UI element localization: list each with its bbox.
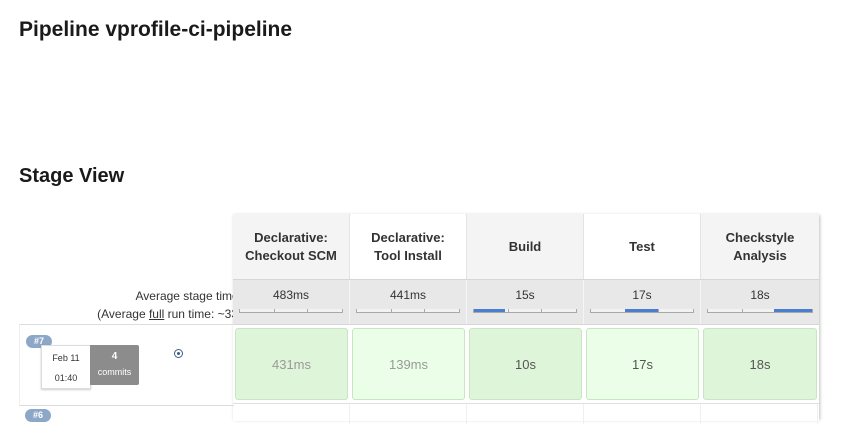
stage-result-cell[interactable]: 17s [584, 325, 701, 421]
progress-tick [307, 309, 309, 312]
build-date: Feb 11 [52, 353, 80, 363]
stage-result-build[interactable]: 10s [469, 328, 582, 400]
next-row-cell [584, 404, 701, 424]
stage-header-checkstyle-analysis: Checkstyle Analysis [701, 214, 819, 279]
stage-result-cell[interactable]: 10s [467, 325, 584, 421]
avg-cell: 15s [467, 280, 584, 324]
stage-header-row: Declarative: Checkout SCM Declarative: T… [233, 214, 819, 279]
stage-result-test[interactable]: 17s [586, 328, 699, 400]
next-row-cell [701, 404, 818, 424]
progress-fill [624, 309, 659, 312]
avg-progress-bar [590, 309, 694, 313]
progress-tick [424, 309, 426, 312]
build-status-icon[interactable] [174, 349, 183, 358]
avg-cell: 17s [584, 280, 701, 324]
next-row-cell [467, 404, 584, 424]
build-run-row: 431ms 139ms 10s 17s 18s [233, 324, 819, 421]
next-row-cell [233, 404, 350, 424]
avg-time: 15s [515, 288, 535, 302]
avg-cell: 441ms [350, 280, 467, 324]
progress-tick [390, 309, 392, 312]
progress-tick [658, 309, 660, 312]
commits-button[interactable]: 4 commits [90, 345, 139, 385]
avg-progress-bar [707, 309, 813, 313]
stage-header-tool-install: Declarative: Tool Install [350, 214, 467, 279]
avg-progress-bar [239, 309, 343, 313]
progress-fill [474, 309, 505, 312]
stage-header-test: Test [584, 214, 701, 279]
next-row-cell [350, 404, 467, 424]
avg-progress-bar [356, 309, 460, 313]
commits-label: commits [97, 367, 132, 377]
progress-tick [541, 309, 543, 312]
stage-header-build: Build [467, 214, 584, 279]
stage-view-table: Declarative: Checkout SCM Declarative: T… [233, 214, 819, 424]
stage-result-checkout-scm[interactable]: 431ms [235, 328, 348, 400]
avg-progress-bar [473, 309, 577, 313]
stage-result-cell[interactable]: 139ms [350, 325, 467, 421]
next-build-row [233, 403, 819, 424]
build-number-badge[interactable]: #7 [26, 335, 52, 348]
avg-time: 441ms [389, 288, 427, 302]
page-title: Pipeline vprofile-ci-pipeline [19, 18, 293, 41]
stage-result-cell[interactable]: 431ms [233, 325, 350, 421]
stage-view-title: Stage View [19, 165, 125, 187]
avg-label-suffix: run time: ~33s) [164, 307, 248, 321]
stage-result-cell[interactable]: 18s [701, 325, 819, 421]
avg-time: 483ms [272, 288, 310, 302]
avg-label-line1: Average stage times: [135, 289, 248, 303]
progress-tick [273, 309, 275, 312]
avg-label-prefix: (Average [97, 307, 149, 321]
stage-header-checkout-scm: Declarative: Checkout SCM [233, 214, 350, 279]
avg-time: 17s [632, 288, 652, 302]
avg-label-line2: (Average full run time: ~33s) [97, 305, 248, 323]
progress-tick [507, 309, 509, 312]
avg-time: 18s [750, 288, 770, 302]
build-info-panel: #7 Feb 11 01:40 4 commits [19, 324, 234, 406]
average-times-row: 483ms 441ms 15s 17s 18s [233, 279, 819, 324]
build-number-badge-next[interactable]: #6 [25, 409, 51, 422]
progress-fill [773, 309, 812, 312]
build-time: 01:40 [54, 373, 78, 383]
avg-cell: 483ms [233, 280, 350, 324]
stage-result-tool-install[interactable]: 139ms [352, 328, 465, 400]
stage-result-checkstyle-analysis[interactable]: 18s [703, 328, 817, 400]
build-date-box: Feb 11 01:40 [41, 345, 91, 389]
commits-count: 4 [111, 351, 118, 362]
progress-tick [742, 309, 744, 312]
average-stage-times-label: Average stage times: (Average full run t… [97, 287, 248, 323]
full-run-time-link[interactable]: full [148, 307, 165, 321]
avg-cell: 18s [701, 280, 819, 324]
